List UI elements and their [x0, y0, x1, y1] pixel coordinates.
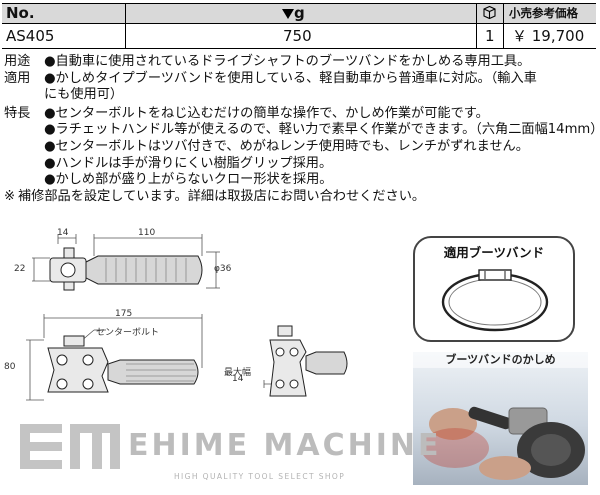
spec-table: No. g 小売参考価格 AS405 750 1 ￥ 19,700: [2, 3, 596, 49]
front-view-drawing: [263, 325, 348, 397]
dim-36: φ36: [214, 264, 232, 274]
photo-illustration: [421, 406, 585, 480]
desc-text: ●かしめタイプブーツバンドを使用している、軽自動車から普通車に対応。（輸入車: [44, 70, 537, 86]
desc-row: にも使用可）: [4, 87, 596, 104]
table-col-line: [503, 3, 504, 49]
desc-key: ※: [4, 188, 16, 204]
label-center-bolt: センターボルト: [96, 328, 160, 338]
desc-key: 特長: [4, 105, 31, 121]
desc-text: ●センターボルトはツバ付きで、めがねレンチ使用時でも、レンチがずれません。: [44, 138, 529, 154]
dim-14: 14: [57, 228, 69, 238]
header-weight-label: g: [294, 4, 305, 22]
dim-110: 110: [138, 228, 156, 238]
desc-row: 特長 ●センターボルトをねじ込むだけの簡単な操作で、かしめ作業が可能です。: [4, 106, 596, 123]
crimping-photo: ブーツバンドのかしめ: [413, 352, 588, 485]
desc-key: 適用: [4, 70, 31, 86]
top-view-drawing: [32, 234, 220, 291]
table-col-line: [476, 3, 477, 49]
table-mid-line: [2, 23, 596, 24]
dim-175: 175: [115, 309, 133, 319]
product-price: ￥ 19,700: [512, 27, 585, 45]
desc-text: ●センターボルトをねじ込むだけの簡単な操作で、かしめ作業が可能です。: [44, 105, 489, 121]
desc-text: ●かしめ部が盛り上がらないクロー形状を採用。: [44, 172, 333, 188]
table-bottom-line: [2, 48, 596, 49]
desc-text: にも使用可）: [44, 87, 124, 103]
box-icon: [482, 5, 497, 25]
ehime-machine-logo-icon: [20, 424, 120, 469]
product-weight: 750: [283, 27, 312, 45]
boot-band-callout: 適用ブーツバンド: [413, 236, 575, 342]
label-max-width: 最大幅: [224, 368, 252, 378]
description: 用途●自動車に使用されているドライブシャフトのブーツバンドをかしめる専用工具。 …: [4, 54, 600, 206]
table-col-line: [125, 3, 126, 49]
dim-front-14: 14: [232, 374, 244, 384]
product-no: AS405: [6, 27, 55, 45]
desc-row: ●センターボルトはツバ付きで、めがねレンチ使用時でも、レンチがずれません。: [4, 139, 596, 156]
boot-band-illustration: [441, 269, 549, 332]
desc-key: 用途: [4, 54, 31, 69]
desc-row: ●ハンドルは手が滑りにくい樹脂グリップ採用。: [4, 156, 596, 173]
table-top-line: [2, 3, 596, 4]
dim-22: 22: [14, 264, 26, 274]
desc-row: 用途 ●自動車に使用されているドライブシャフトのブーツバンドをかしめる専用工具。: [4, 54, 596, 71]
photo-title: ブーツバンドのかしめ: [413, 352, 588, 368]
product-qty: 1: [485, 27, 495, 45]
desc-text: 補修部品を設定しています。詳細は取扱店にお問い合わせください。: [18, 188, 426, 204]
header-no: No.: [6, 4, 35, 22]
desc-row: 適用 ●かしめタイプブーツバンドを使用している、軽自動車から普通車に対応。（輸入車: [4, 71, 596, 88]
table-header-bg: [2, 3, 596, 23]
header-unit-price: 小売参考価格: [509, 6, 578, 20]
weight-triangle-icon: [282, 9, 294, 19]
desc-text: ●ラチェットハンドル等が使えるので、軽い力で素早く作業ができます。（六角二面幅1…: [44, 122, 600, 138]
header-weight: g: [282, 3, 305, 23]
desc-row: ●かしめ部が盛り上がらないクロー形状を採用。: [4, 172, 596, 189]
logo-tagline: HIGH QUALITY TOOL SELECT SHOP: [174, 472, 346, 481]
desc-row: ※補修部品を設定しています。詳細は取扱店にお問い合わせください。: [4, 189, 596, 206]
desc-text: ●ハンドルは手が滑りにくい樹脂グリップ採用。: [44, 155, 333, 171]
dim-80: 80: [4, 362, 16, 372]
desc-text: ●自動車に使用されているドライブシャフトのブーツバンドをかしめる専用工具。: [44, 54, 531, 69]
boot-band-title: 適用ブーツバンド: [443, 245, 545, 260]
logo-name: EHIME MACHINE: [128, 428, 442, 463]
side-view-drawing: [26, 314, 203, 401]
desc-row: ●ラチェットハンドル等が使えるので、軽い力で素早く作業ができます。（六角二面幅1…: [4, 122, 600, 139]
